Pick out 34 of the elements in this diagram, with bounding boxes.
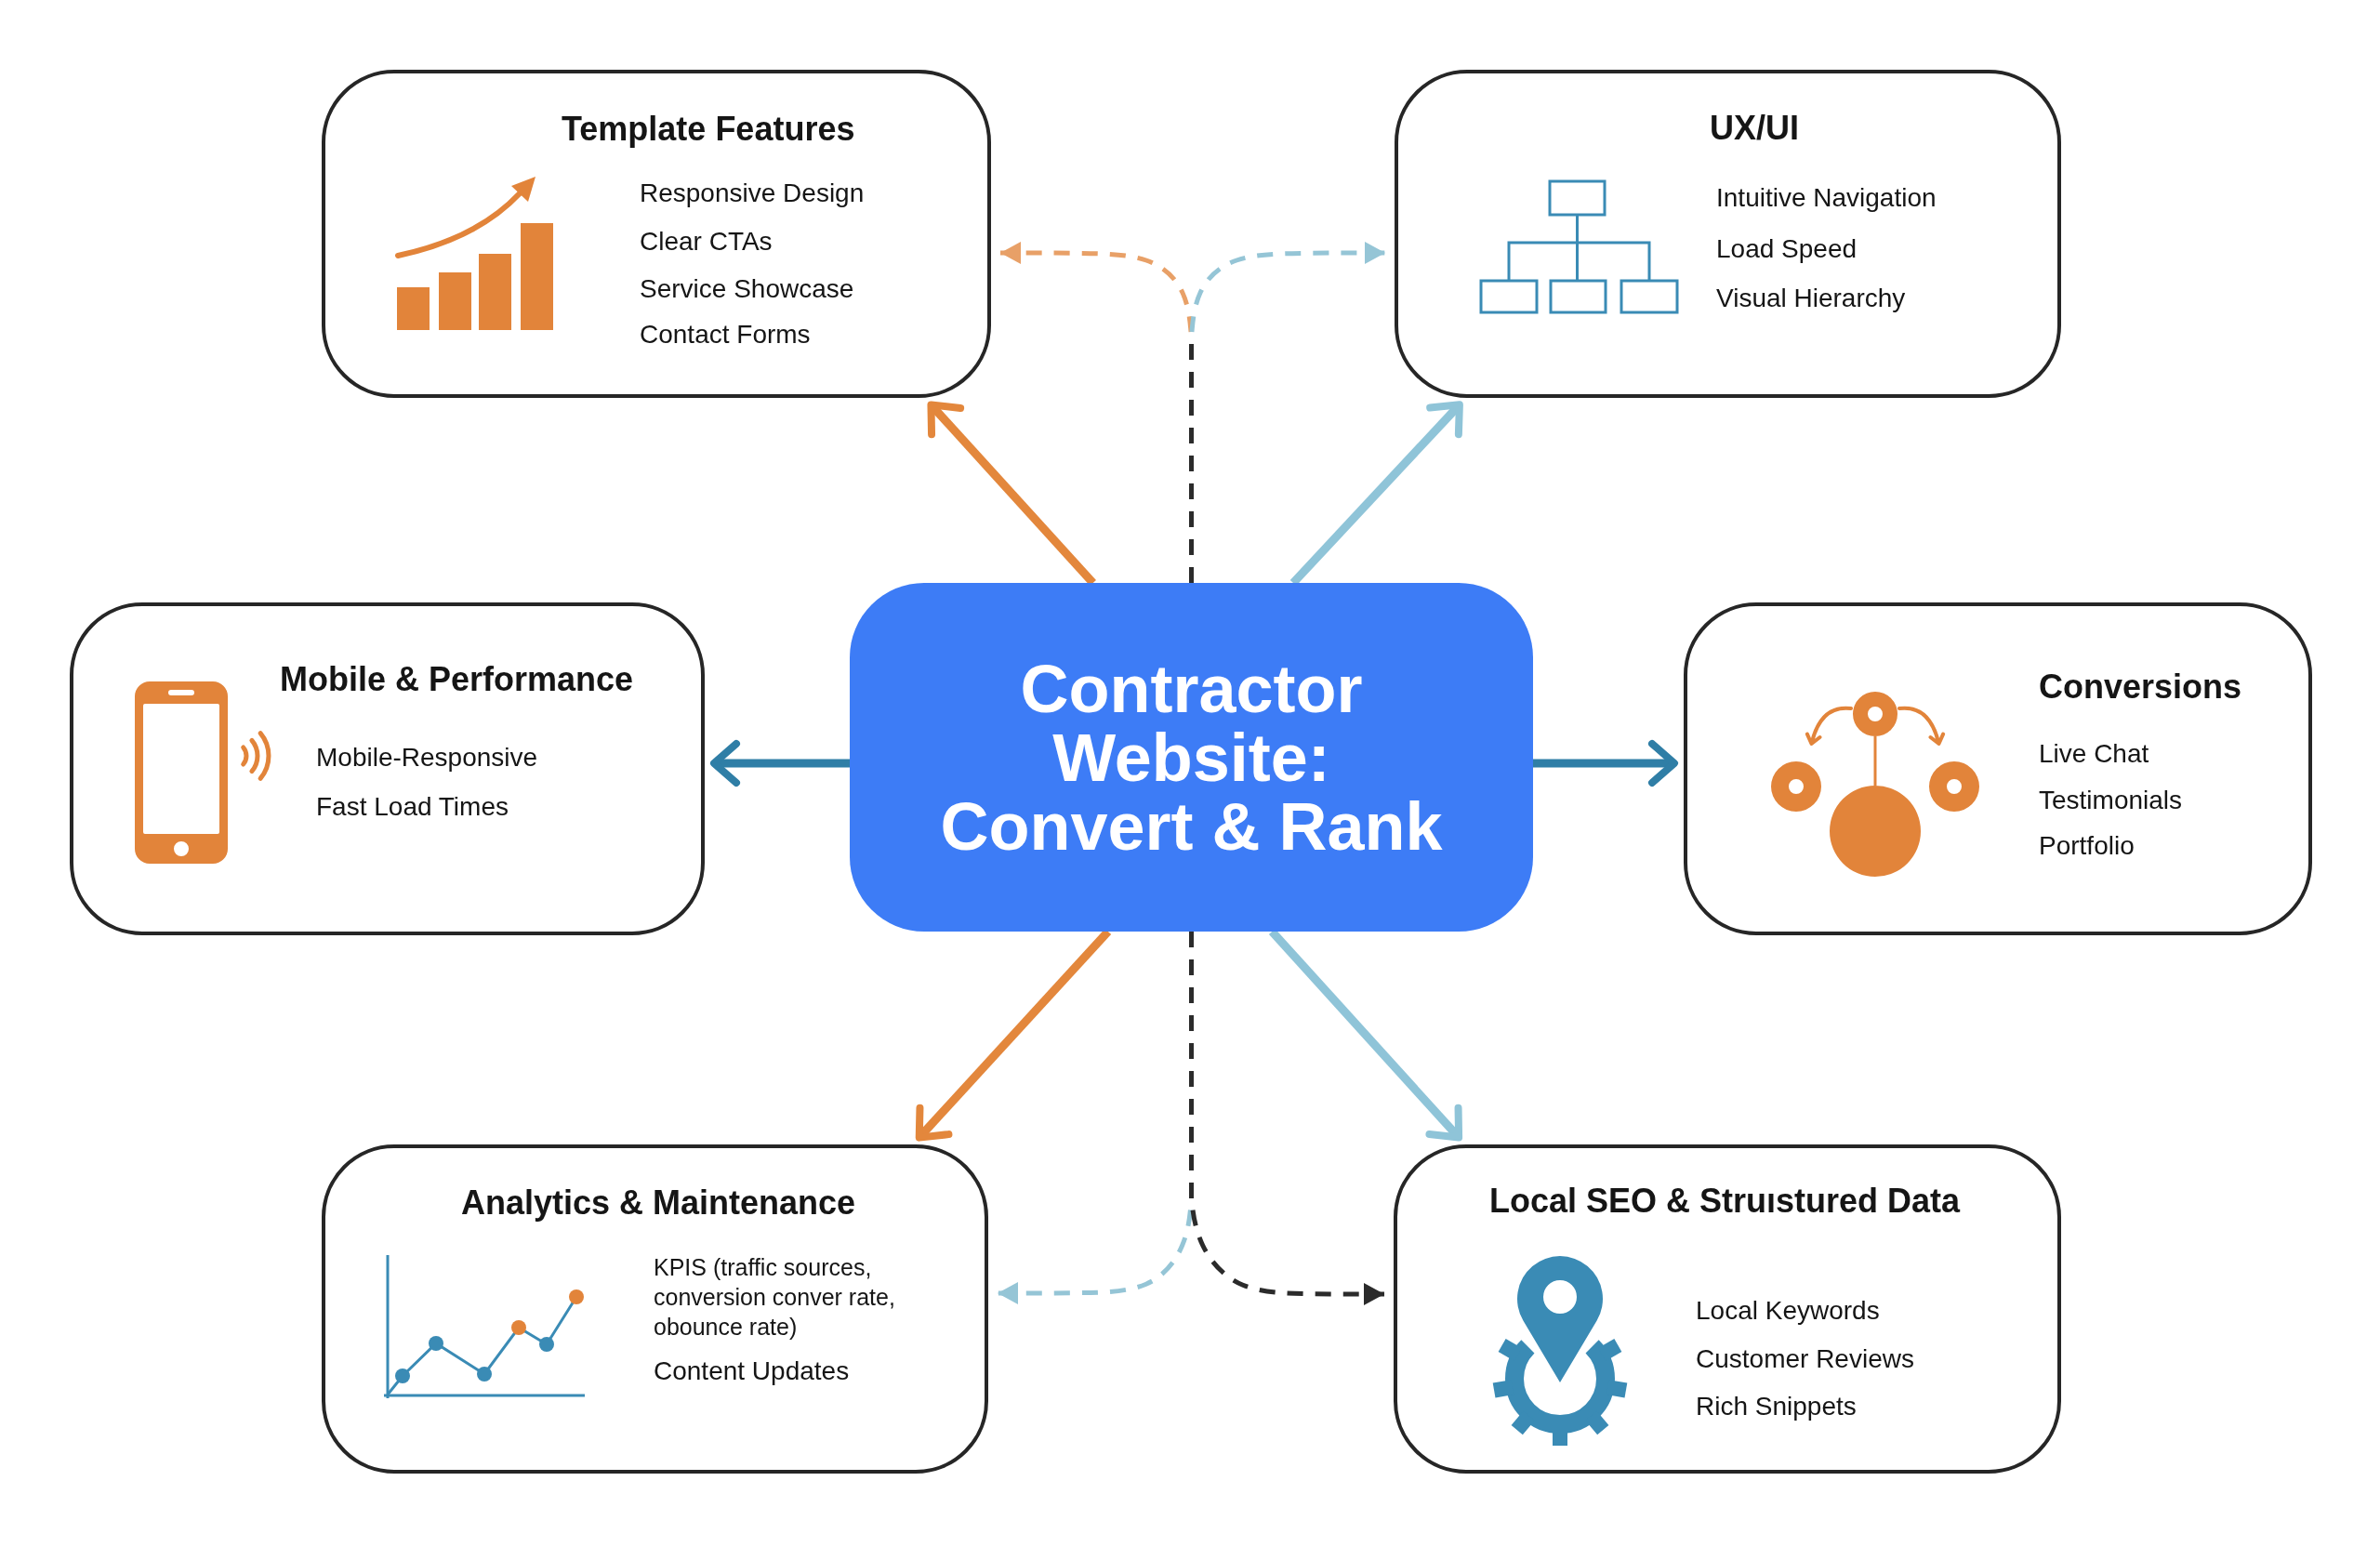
feature-text: Mobile-Responsive — [316, 742, 538, 774]
card-title: UX/UI — [1710, 108, 1799, 149]
card-title: Conversions — [2039, 667, 2242, 707]
feature-text: Intuitive Navigation — [1716, 182, 1937, 214]
topic-card — [1395, 70, 2061, 398]
topic-card — [1684, 602, 2312, 935]
card-title: Mobile & Performance — [280, 659, 634, 700]
feature-text: Load Speed — [1716, 233, 1858, 265]
feature-text: Responsive Design — [640, 178, 865, 209]
feature-text: Customer Reviews — [1696, 1343, 1914, 1375]
feature-text: Contact Forms — [640, 319, 811, 350]
card-title: Analytics & Maintenance — [460, 1183, 856, 1223]
card-title: Template Features — [562, 109, 855, 150]
feature-text: Service Showcase — [640, 273, 854, 305]
arrow — [1533, 739, 1678, 787]
card-title: Local SEO & Struıstured Data — [1488, 1181, 1961, 1222]
feature-text: Portfolio — [2039, 830, 2135, 862]
feature-text: KPIS (traffic sources, conversion conver rate, obounce rate) — [654, 1253, 896, 1342]
central-title: Contractor Website: Convert & Rank — [939, 654, 1444, 861]
topic-card — [322, 70, 991, 398]
feature-text: Fast Load Times — [316, 791, 509, 823]
feature-text: Clear CTAs — [640, 226, 773, 258]
feature-text: Local Keywords — [1696, 1295, 1880, 1327]
feature-text: Content Updates — [654, 1355, 850, 1387]
feature-text: Testimonials — [2039, 785, 2183, 816]
feature-text: Rich Snippets — [1696, 1391, 1857, 1422]
dashed-arrow — [1189, 932, 1384, 1306]
topic-card — [1394, 1144, 2061, 1474]
feature-text: Live Chat — [2039, 738, 2149, 770]
central-topic-box — [850, 583, 1533, 932]
feature-text: Visual Hierarchy — [1716, 283, 1906, 314]
topic-card — [322, 1144, 988, 1474]
topic-card — [70, 602, 705, 935]
arrow — [710, 739, 850, 787]
